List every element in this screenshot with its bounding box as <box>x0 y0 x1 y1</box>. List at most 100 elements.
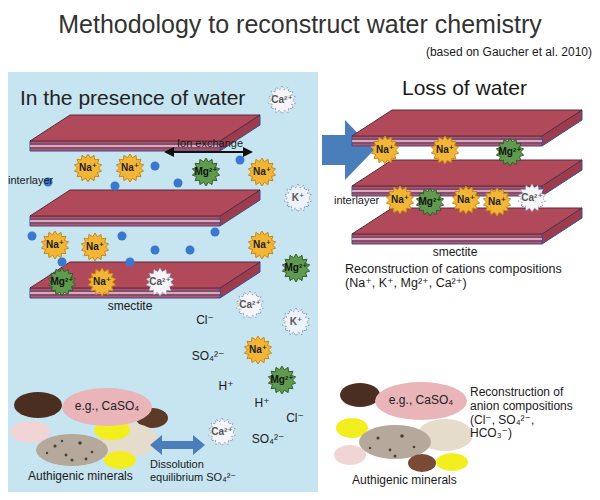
grain-shape <box>375 382 467 420</box>
mineral-grains <box>334 383 473 472</box>
ion-symbol: Na⁺ <box>86 241 104 253</box>
ion-star: Na⁺ <box>248 231 276 259</box>
ion-symbol: Mg²⁺ <box>50 276 73 288</box>
ion-star: Na⁺ <box>116 154 144 182</box>
ion-symbol: Mg²⁺ <box>270 374 293 386</box>
star-shape <box>452 186 479 214</box>
star-shape <box>268 366 295 394</box>
ion-star: Mg²⁺ <box>48 268 76 296</box>
mineral-grain <box>10 421 50 443</box>
node-text-box: Na⁺ <box>244 336 272 364</box>
ion-symbol: Mg²⁺ <box>284 262 307 274</box>
node-text-box: Ca²⁺ <box>208 418 236 446</box>
ion-symbol: Ca²⁺ <box>149 276 170 288</box>
node-text-box: Mg²⁺ <box>416 188 444 216</box>
ion-symbol: Na⁺ <box>79 162 97 174</box>
water-dot <box>126 258 135 267</box>
star-shape <box>244 336 271 364</box>
ion-star: Na⁺ <box>41 231 69 259</box>
star-shape <box>496 138 523 166</box>
ion-star: Na⁺ <box>81 233 109 261</box>
annotation-label: H⁺ <box>247 397 277 411</box>
annotation-label: interlayer <box>8 174 68 187</box>
annotation-label: (based on Gaucher et al. 2010) <box>390 46 592 60</box>
water-dot <box>28 232 37 241</box>
node-text-box: Na⁺ <box>41 231 69 259</box>
mineral-grain: e.g., CaSO₄ <box>375 382 467 420</box>
ion-symbol: Na⁺ <box>391 194 409 206</box>
star-shape <box>41 231 68 259</box>
granite-speckles <box>46 440 93 462</box>
ion-symbol: Na⁺ <box>457 194 475 206</box>
node-text-box: Ca²⁺ <box>236 291 264 319</box>
star-shape <box>81 233 108 261</box>
mineral-label: e.g., CaSO₄ <box>75 400 139 414</box>
ion-symbol: Na⁺ <box>376 144 394 156</box>
mineral-grain <box>14 392 62 418</box>
ion-symbol: Ca²⁺ <box>211 426 232 438</box>
mineral-grain <box>359 425 431 459</box>
smectite-layer <box>30 115 260 151</box>
ion-star: Na⁺ <box>452 186 480 214</box>
star-shape <box>371 136 398 164</box>
smectite-layer <box>30 190 260 226</box>
ion-star: K⁺ <box>284 184 312 212</box>
ion-star: Na⁺ <box>88 268 116 296</box>
ion-symbol: Mg²⁺ <box>418 196 441 208</box>
smectite-layer <box>30 262 260 298</box>
ion-star: K⁺ <box>282 308 310 336</box>
annotation-label: Cl⁻ <box>280 412 310 426</box>
ion-symbol: Na⁺ <box>249 344 267 356</box>
ion-star: Na⁺ <box>74 154 102 182</box>
star-shape <box>192 158 219 186</box>
star-shape <box>268 86 295 114</box>
ion-star: Mg²⁺ <box>496 138 524 166</box>
mineral-grain <box>104 451 136 469</box>
annotation-label: Authigenic minerals <box>28 470 178 484</box>
mineral-grain <box>334 445 366 465</box>
node-text-box: Na⁺ <box>248 231 276 259</box>
annotation-label: Reconstruction of anion compositions (Cl… <box>470 386 575 441</box>
mineral-grain <box>340 383 380 407</box>
node-text-box: Mg²⁺ <box>282 254 310 282</box>
node-text-box: Mg²⁺ <box>192 158 220 186</box>
water-dot <box>58 258 67 267</box>
mineral-grain <box>36 434 108 466</box>
node-text-box: Na⁺ <box>452 186 480 214</box>
ion-star: Ca²⁺ <box>518 184 546 212</box>
ion-symbol: Na⁺ <box>253 166 271 178</box>
water-dot <box>151 162 160 171</box>
ion-star: Na⁺ <box>371 136 399 164</box>
ion-star: Na⁺ <box>431 136 459 164</box>
star-shape <box>248 231 275 259</box>
node-text-box: e.g., CaSO₄ <box>375 382 467 420</box>
star-shape <box>74 154 101 182</box>
ion-symbol: Na⁺ <box>46 239 64 251</box>
node-text-box: Mg²⁺ <box>268 366 296 394</box>
ion-symbol: Ca²⁺ <box>239 299 260 311</box>
ion-star: Ca²⁺ <box>208 418 236 446</box>
annotation-label: smectite <box>90 300 170 314</box>
ion-symbol: K⁺ <box>290 316 303 328</box>
star-shape <box>236 291 263 319</box>
diagram-title: Methodology to reconstruct water chemist… <box>0 10 600 39</box>
grain-shape <box>62 388 152 426</box>
annotation-label: Loss of water <box>402 76 592 100</box>
node-text-box: Na⁺ <box>248 158 276 186</box>
ion-symbol: Na⁺ <box>121 162 139 174</box>
annotation-label: SO₄²⁻ <box>183 350 233 364</box>
ion-star: Na⁺ <box>244 336 272 364</box>
annotation-label: SO₄²⁻ <box>243 433 293 447</box>
node-text-box: Na⁺ <box>116 154 144 182</box>
ion-star: Na⁺ <box>248 158 276 186</box>
star-shape <box>416 188 443 216</box>
ion-symbol: Na⁺ <box>488 196 506 208</box>
annotation-label: Dissolution equilibrium SO₄²⁻ <box>150 458 250 483</box>
star-shape <box>48 268 75 296</box>
ion-symbol: Mg²⁺ <box>498 146 521 158</box>
water-dot <box>151 246 160 255</box>
ion-symbol: K⁺ <box>292 192 305 204</box>
ion-symbol: Mg²⁺ <box>194 166 217 178</box>
ion-symbol: Na⁺ <box>93 276 111 288</box>
star-shape <box>386 186 413 214</box>
